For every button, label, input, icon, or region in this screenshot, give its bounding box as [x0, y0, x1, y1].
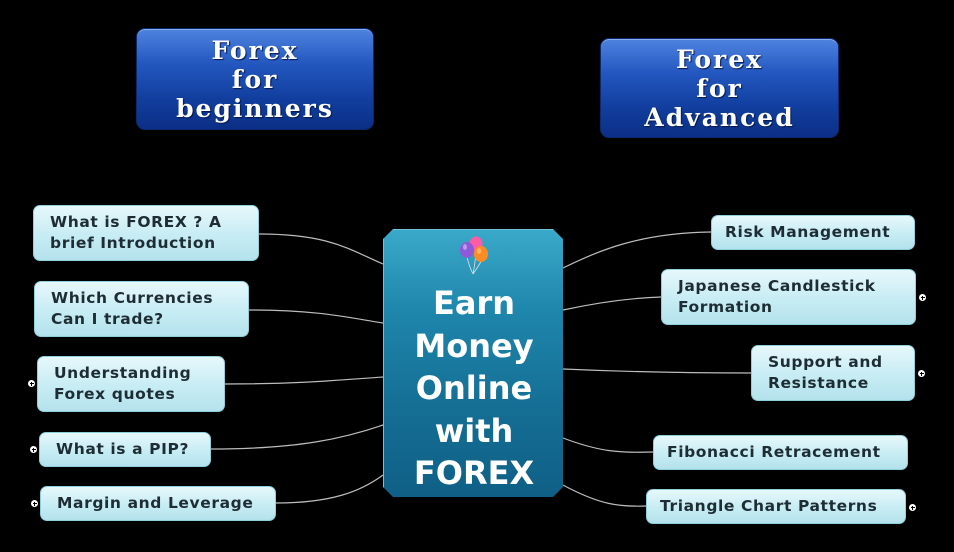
- header-beginners-line-3: beginners: [176, 93, 334, 123]
- topic-label: Japanese Candlestick Formation: [678, 277, 876, 316]
- topic-label: Understanding Forex quotes: [54, 364, 192, 403]
- topic-fibonacci-retracement[interactable]: Fibonacci Retracement: [653, 435, 908, 470]
- header-forex-for-beginners[interactable]: Forex for beginners: [136, 28, 374, 130]
- topic-label: Triangle Chart Patterns: [660, 497, 878, 515]
- topic-support-and-resistance[interactable]: Support and Resistance: [751, 345, 915, 401]
- topic-label: Margin and Leverage: [57, 494, 254, 512]
- expand-plus-icon[interactable]: [909, 504, 916, 511]
- expand-plus-icon[interactable]: [30, 446, 37, 453]
- header-advanced-line-3: Advanced: [644, 102, 795, 132]
- central-topic-line: with: [434, 411, 514, 450]
- connector-line: [562, 231, 712, 269]
- connector-line: [258, 233, 384, 265]
- topic-triangle-chart-patterns[interactable]: Triangle Chart Patterns: [646, 489, 906, 524]
- topic-what-is-forex[interactable]: What is FOREX ? A brief Introduction: [33, 205, 259, 261]
- expand-plus-icon[interactable]: [918, 370, 925, 377]
- topic-what-is-a-pip[interactable]: What is a PIP?: [39, 432, 211, 467]
- topic-label: Risk Management: [725, 223, 891, 241]
- header-beginners-line-2: for: [231, 64, 279, 94]
- connector-line: [224, 376, 384, 385]
- connector-line: [562, 484, 647, 507]
- connector-line: [562, 368, 752, 374]
- header-beginners-line-1: Forex: [211, 35, 299, 65]
- central-topic[interactable]: Earn Money Online with FOREX: [383, 229, 563, 497]
- topic-label: Support and Resistance: [768, 353, 883, 392]
- connector-line: [210, 424, 384, 450]
- topic-label: Fibonacci Retracement: [667, 443, 881, 461]
- expand-plus-icon[interactable]: [919, 294, 926, 301]
- header-forex-for-advanced[interactable]: Forex for Advanced: [600, 38, 839, 138]
- connector-line: [275, 474, 384, 504]
- central-topic-line: Money: [414, 326, 534, 365]
- balloons-icon: [460, 236, 488, 275]
- central-topic-line: Online: [415, 369, 533, 407]
- expand-plus-icon[interactable]: [31, 500, 38, 507]
- topic-which-currencies[interactable]: Which Currencies Can I trade?: [34, 281, 249, 337]
- header-advanced-line-1: Forex: [675, 44, 764, 74]
- central-topic-line: FOREX: [413, 454, 535, 492]
- topic-label: Which Currencies Can I trade?: [51, 289, 214, 328]
- connector-line: [562, 437, 654, 453]
- topic-understanding-forex-quotes[interactable]: Understanding Forex quotes: [37, 356, 225, 412]
- topic-risk-management[interactable]: Risk Management: [711, 215, 915, 250]
- topic-label: What is FOREX ? A brief Introduction: [50, 213, 222, 252]
- central-topic-text: Earn Money Online with FOREX: [384, 282, 563, 495]
- topic-label: What is a PIP?: [56, 440, 190, 458]
- central-topic-line: Earn: [432, 284, 515, 322]
- connector-line: [248, 309, 384, 324]
- topic-japanese-candlestick-formation[interactable]: Japanese Candlestick Formation: [661, 269, 916, 325]
- topic-margin-and-leverage[interactable]: Margin and Leverage: [40, 486, 276, 521]
- header-advanced-line-2: for: [696, 73, 743, 103]
- expand-plus-icon[interactable]: [28, 380, 35, 387]
- connector-line: [562, 296, 662, 311]
